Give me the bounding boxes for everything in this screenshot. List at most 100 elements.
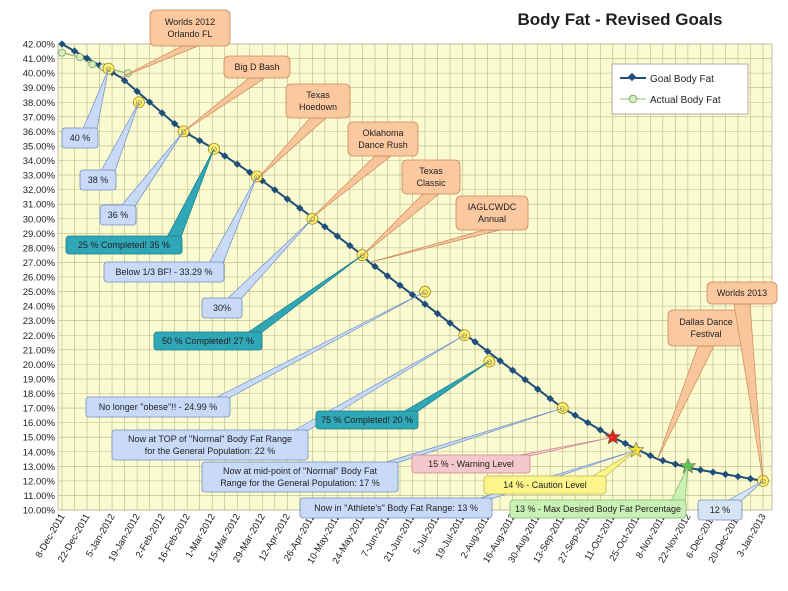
goal-point xyxy=(546,394,554,403)
status-label: 50 % Completed! 27 % xyxy=(162,336,254,346)
y-tick-label: 14.00% xyxy=(23,447,56,458)
goal-point xyxy=(671,460,680,468)
status-callout: 30% xyxy=(201,218,313,319)
status-box xyxy=(153,331,263,351)
y-axis: 42.00%41.00%40.00%39.00%38.00%37.00%36.0… xyxy=(23,40,56,517)
status-box xyxy=(201,297,243,319)
goal-point xyxy=(296,204,304,212)
goal-point xyxy=(696,466,705,474)
y-tick-label: 18.00% xyxy=(23,389,56,400)
status-label: 30% xyxy=(213,303,231,313)
status-box xyxy=(697,499,743,521)
status-callout: 40 % xyxy=(61,68,109,149)
status-label: 36 % xyxy=(108,210,129,220)
y-tick-label: 26.00% xyxy=(23,273,56,284)
event-label: Worlds 2013 xyxy=(717,288,767,298)
goal-point xyxy=(721,470,730,478)
status-callout: 25 % Completed! 35 % xyxy=(65,148,215,255)
legend-actual-marker xyxy=(628,94,638,104)
event-label: Annual xyxy=(478,214,506,224)
status-label: 38 % xyxy=(88,175,109,185)
goal-point xyxy=(621,439,629,448)
goal-point xyxy=(746,475,755,483)
status-callout: 75 % Completed! 20 % xyxy=(315,361,490,430)
y-tick-label: 19.00% xyxy=(23,374,56,385)
goal-point xyxy=(233,160,241,168)
y-tick-label: 10.00% xyxy=(23,506,56,517)
status-label: 75 % Completed! 20 % xyxy=(321,415,413,425)
chart-title: Body Fat - Revised Goals xyxy=(518,10,723,29)
legend-goal-label: Goal Body Fat xyxy=(650,74,714,85)
y-tick-label: 15.00% xyxy=(23,433,56,444)
y-tick-label: 22.00% xyxy=(23,331,56,342)
status-box xyxy=(85,396,231,418)
y-tick-label: 25.00% xyxy=(23,287,56,298)
status-callout: 14 % - Caution Level xyxy=(483,449,637,495)
actual-point xyxy=(75,53,84,62)
status-label: Now at mid-point of "Normal" Body Fat xyxy=(223,466,377,476)
event-label: Oklahoma xyxy=(362,128,403,138)
goal-point xyxy=(333,232,342,240)
status-box xyxy=(201,461,399,493)
goal-point xyxy=(221,152,229,160)
goal-point xyxy=(584,418,592,427)
status-box xyxy=(111,429,309,461)
status-label: No longer "obese"!! - 24.99 % xyxy=(99,402,217,412)
status-label: Now at TOP of "Normal" Body Fat Range xyxy=(128,434,292,444)
status-label: Now in "Athlete's" Body Fat Range: 13 % xyxy=(314,503,478,513)
goal-point xyxy=(709,468,717,476)
goal-point xyxy=(646,451,655,460)
goal-point xyxy=(483,347,492,356)
status-label: Below 1/3 BF! - 33.29 % xyxy=(115,267,212,277)
event-label: Texas xyxy=(306,90,330,100)
status-callout: 13 % - Max Desired Body Fat Percentage xyxy=(509,466,689,519)
status-box xyxy=(411,454,531,474)
event-box xyxy=(706,281,778,305)
status-callout: No longer "obese"!! - 24.99 % xyxy=(85,291,426,418)
goal-point xyxy=(496,357,504,365)
y-tick-label: 40.00% xyxy=(23,69,56,80)
legend-box xyxy=(611,63,749,115)
actual-point xyxy=(58,48,66,57)
status-box xyxy=(61,127,99,149)
status-label: 13 % - Max Desired Body Fat Percentage xyxy=(515,504,681,514)
goal-point xyxy=(346,242,354,250)
goal-point xyxy=(408,291,417,299)
legend: Goal Body Fat Actual Body Fat xyxy=(611,63,749,115)
level-star xyxy=(604,428,622,445)
actual-point xyxy=(88,60,97,69)
status-label: 12 % xyxy=(710,505,731,515)
y-tick-label: 27.00% xyxy=(23,258,56,269)
event-callout: Big D Bash xyxy=(183,55,291,132)
goal-point xyxy=(120,76,129,85)
legend-actual-label: Actual Body Fat xyxy=(650,95,721,106)
y-tick-label: 37.00% xyxy=(23,112,56,123)
status-box xyxy=(65,235,183,255)
y-tick-label: 17.00% xyxy=(23,404,56,415)
goal-point xyxy=(571,411,579,420)
goal-point xyxy=(446,319,454,327)
status-callout: 36 % xyxy=(99,131,184,226)
status-callout: 15 % - Warning Level xyxy=(411,436,613,474)
status-box xyxy=(483,475,607,495)
goal-point xyxy=(421,300,429,308)
event-label: Texas xyxy=(419,166,443,176)
y-tick-label: 33.00% xyxy=(23,171,56,182)
goal-point xyxy=(383,272,392,280)
y-tick-label: 32.00% xyxy=(23,185,56,196)
y-tick-label: 23.00% xyxy=(23,316,56,327)
y-tick-label: 16.00% xyxy=(23,418,56,429)
status-callout: 50 % Completed! 27 % xyxy=(153,254,363,351)
goal-point xyxy=(371,262,379,271)
event-label: Orlando FL xyxy=(167,29,212,39)
y-tick-label: 34.00% xyxy=(23,156,56,167)
event-box xyxy=(401,159,461,195)
goal-point xyxy=(596,426,604,434)
y-tick-label: 29.00% xyxy=(23,229,56,240)
